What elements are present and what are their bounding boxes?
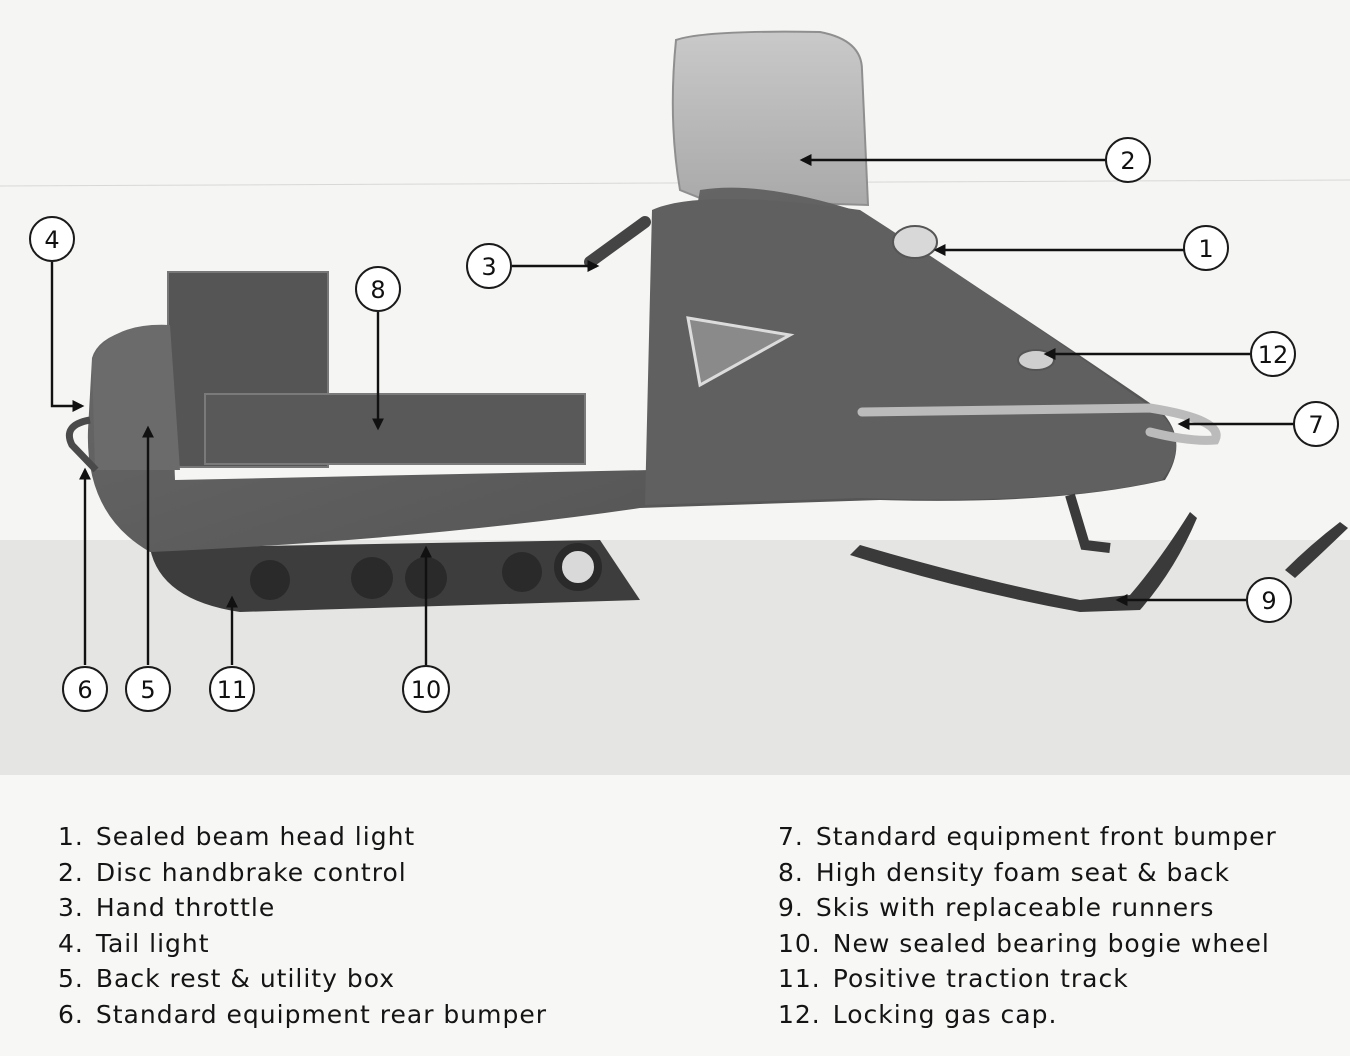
legend-text: Disc handbrake control <box>95 857 407 887</box>
legend-item: 4. Tail light <box>58 929 658 965</box>
snowmobile-diagram: 1 2 3 4 5 6 7 8 9 10 11 12 <box>0 30 1350 775</box>
legend-number: 11. <box>778 964 821 994</box>
legend-right-column: 7. Standard equipment front bumper 8. High… <box>778 822 1350 1036</box>
svg-text:4: 4 <box>44 226 59 254</box>
leader-4 <box>50 262 85 412</box>
legend-text: New sealed bearing bogie wheel <box>832 928 1270 958</box>
legend-number: 12. <box>778 999 821 1029</box>
ski-spindle <box>1065 493 1111 553</box>
seat <box>204 393 586 465</box>
legend-item: 5. Back rest & utility box <box>58 964 658 1000</box>
callout-4: 4 <box>29 216 75 262</box>
svg-text:11: 11 <box>217 676 248 704</box>
legend-left-column: 1. Sealed beam head light 2. Disc handbrak… <box>58 822 658 1036</box>
svg-text:8: 8 <box>370 276 385 304</box>
legend-text: Back rest & utility box <box>95 964 396 994</box>
hood <box>645 199 1176 505</box>
callout-12: 12 <box>1250 331 1296 377</box>
callout-5: 5 <box>125 666 171 712</box>
bogie-wheels <box>250 543 602 600</box>
legend-text: Standard equipment rear bumper <box>95 999 548 1029</box>
svg-text:12: 12 <box>1258 341 1289 369</box>
legend-item: 9. Skis with replaceable runners <box>778 893 1350 929</box>
legend-text: Tail light <box>95 928 210 958</box>
rear-bumper-bar <box>65 416 99 473</box>
legend-item: 10. New sealed bearing bogie wheel <box>778 929 1350 965</box>
ski-far <box>1285 522 1348 578</box>
legend-item: 8. High density foam seat & back <box>778 858 1350 894</box>
legend-item: 6. Standard equipment rear bumper <box>58 1000 658 1036</box>
callout-10: 10 <box>402 665 450 713</box>
callout-1: 1 <box>1183 225 1229 271</box>
svg-text:1: 1 <box>1198 235 1213 263</box>
legend-item: 3. Hand throttle <box>58 893 658 929</box>
svg-text:5: 5 <box>140 676 155 704</box>
legend-item: 7. Standard equipment front bumper <box>778 822 1350 858</box>
windshield <box>671 30 870 207</box>
legend-item: 11. Positive traction track <box>778 964 1350 1000</box>
headlight <box>892 225 938 259</box>
ski <box>850 512 1197 612</box>
legend-text: Skis with replaceable runners <box>815 893 1215 923</box>
leader-lines <box>50 154 1294 665</box>
callout-11: 11 <box>209 666 255 712</box>
callout-8: 8 <box>355 266 401 312</box>
svg-text:10: 10 <box>411 676 442 704</box>
callout-2: 2 <box>1105 137 1151 183</box>
svg-text:9: 9 <box>1261 587 1276 615</box>
legend-number: 6. <box>58 999 84 1029</box>
legend-item: 2. Disc handbrake control <box>58 858 658 894</box>
callout-6: 6 <box>62 666 108 712</box>
svg-text:7: 7 <box>1308 411 1323 439</box>
legend-number: 10. <box>778 928 821 958</box>
legend-number: 4. <box>58 928 84 958</box>
svg-text:3: 3 <box>481 253 496 281</box>
legend-text: Locking gas cap. <box>832 999 1058 1029</box>
legend-item: 1. Sealed beam head light <box>58 822 658 858</box>
legend-number: 7. <box>778 822 804 851</box>
svg-text:2: 2 <box>1120 147 1135 175</box>
legend-item: 12. Locking gas cap. <box>778 1000 1350 1036</box>
legend-text: Hand throttle <box>95 893 276 923</box>
callout-7: 7 <box>1293 401 1339 447</box>
legend-number: 1. <box>58 822 84 851</box>
rear-utility-box <box>92 324 180 470</box>
legend-text: Sealed beam head light <box>95 822 416 851</box>
callout-9: 9 <box>1246 577 1292 623</box>
legend-number: 8. <box>778 857 804 887</box>
legend-text: Positive traction track <box>832 964 1129 994</box>
legend-number: 2. <box>58 857 84 887</box>
front-bumper-bar <box>857 403 1221 445</box>
brand-logo <box>686 316 795 388</box>
legend-text: High density foam seat & back <box>815 857 1230 887</box>
callout-3: 3 <box>466 243 512 289</box>
legend-number: 5. <box>58 964 84 994</box>
svg-text:6: 6 <box>77 676 92 704</box>
legend-text: Standard equipment front bumper <box>815 822 1277 851</box>
legend-number: 9. <box>778 893 804 923</box>
handlebar <box>584 216 651 268</box>
legend-number: 3. <box>58 893 84 923</box>
callout-markers: 1 2 3 4 5 6 7 8 9 10 11 12 <box>29 137 1339 713</box>
